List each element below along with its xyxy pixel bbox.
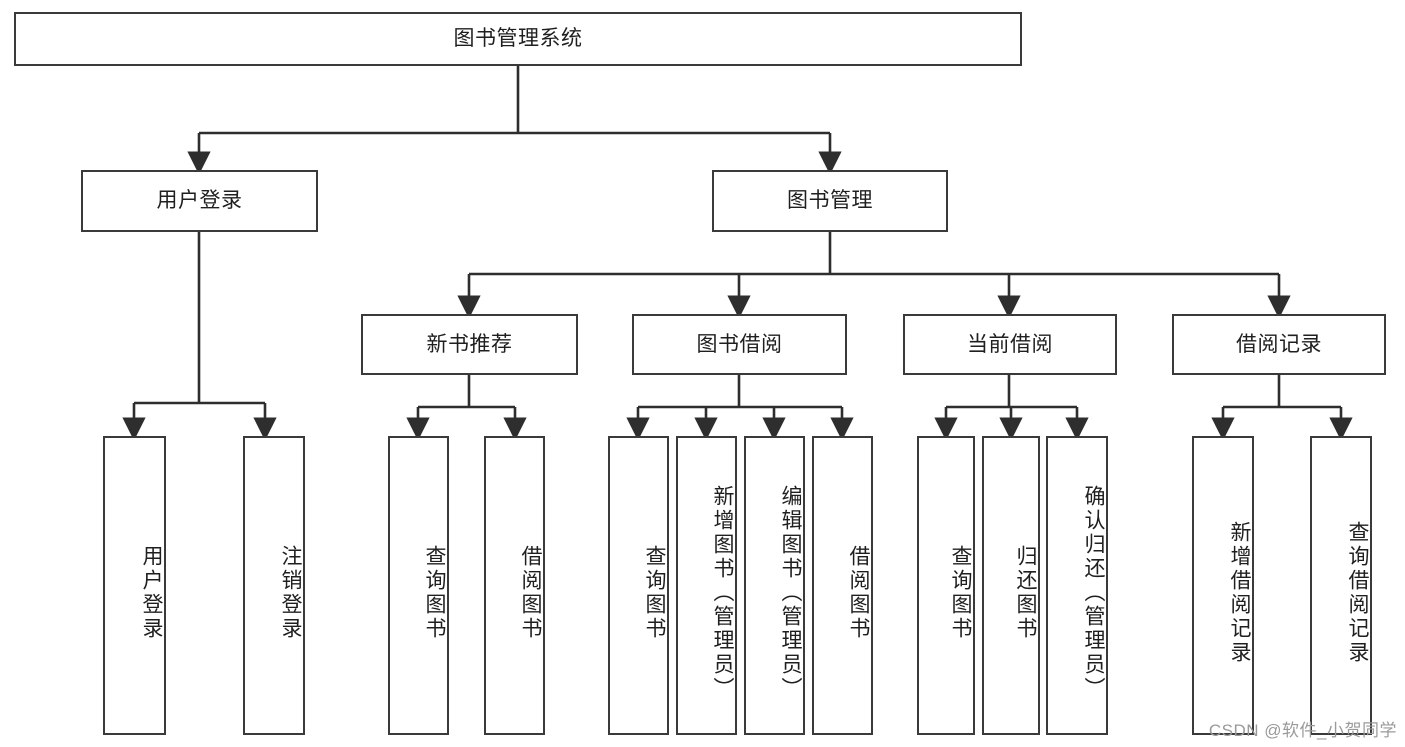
node-label: 图书借阅 bbox=[696, 332, 783, 356]
leaf-edit-book-admin[interactable]: 编辑图书（管理员） bbox=[744, 436, 805, 735]
node-label: 查询图书 bbox=[643, 544, 666, 641]
node-book-management[interactable]: 图书管理 bbox=[712, 170, 948, 232]
node-label: 查询图书 bbox=[423, 544, 446, 641]
node-label: 当前借阅 bbox=[967, 332, 1053, 356]
node-book-management-system[interactable]: 图书管理系统 bbox=[14, 12, 1022, 66]
leaf-return-book[interactable]: 归还图书 bbox=[982, 436, 1040, 735]
watermark: CSDN @软件_小贺同学 bbox=[1208, 721, 1397, 740]
node-current-borrow[interactable]: 当前借阅 bbox=[903, 314, 1117, 375]
node-label: 图书管理 bbox=[787, 189, 873, 213]
node-label: 新书推荐 bbox=[426, 332, 513, 356]
leaf-add-book-admin[interactable]: 新增图书（管理员） bbox=[676, 436, 737, 735]
leaf-logout-login[interactable]: 注销登录 bbox=[243, 436, 305, 735]
node-label: 图书管理系统 bbox=[453, 27, 583, 51]
node-label: 借阅图书 bbox=[519, 544, 542, 641]
node-label: 新增借阅记录 bbox=[1228, 520, 1251, 665]
node-label: 借阅图书 bbox=[847, 544, 870, 641]
leaf-add-borrow-record[interactable]: 新增借阅记录 bbox=[1192, 436, 1254, 735]
node-borrow-record[interactable]: 借阅记录 bbox=[1172, 314, 1386, 375]
leaf-confirm-return-admin[interactable]: 确认归还（管理员） bbox=[1046, 436, 1108, 735]
leaf-user-login[interactable]: 用户登录 bbox=[103, 436, 166, 735]
node-user-login[interactable]: 用户登录 bbox=[81, 170, 318, 232]
node-label: 用户登录 bbox=[140, 544, 163, 641]
node-label: 确认归还（管理员） bbox=[1082, 484, 1105, 701]
node-label: 用户登录 bbox=[156, 189, 243, 213]
node-label: 注销登录 bbox=[279, 544, 302, 641]
leaf-borrow-book-recommend[interactable]: 借阅图书 bbox=[484, 436, 545, 735]
node-book-borrow[interactable]: 图书借阅 bbox=[632, 314, 847, 375]
leaf-borrow-book-borrow[interactable]: 借阅图书 bbox=[812, 436, 873, 735]
leaf-query-book-current[interactable]: 查询图书 bbox=[917, 436, 975, 735]
node-label: 借阅记录 bbox=[1236, 332, 1322, 356]
node-new-book-recommend[interactable]: 新书推荐 bbox=[361, 314, 578, 375]
leaf-query-book-recommend[interactable]: 查询图书 bbox=[388, 436, 449, 735]
node-label: 归还图书 bbox=[1014, 544, 1037, 641]
node-label: 查询借阅记录 bbox=[1346, 520, 1369, 665]
leaf-query-book-borrow[interactable]: 查询图书 bbox=[608, 436, 669, 735]
node-label: 编辑图书（管理员） bbox=[779, 484, 802, 701]
node-label: 查询图书 bbox=[949, 544, 972, 641]
node-label: 新增图书（管理员） bbox=[711, 484, 734, 701]
leaf-query-borrow-record[interactable]: 查询借阅记录 bbox=[1310, 436, 1372, 735]
